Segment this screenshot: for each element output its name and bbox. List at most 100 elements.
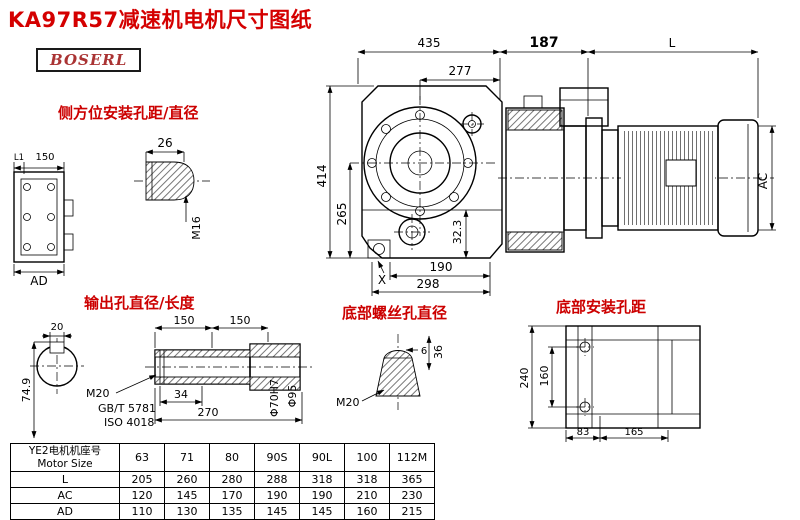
output-boss-circle [363, 106, 477, 220]
label-output-hole: 输出孔直径/长度 [84, 294, 195, 312]
dim-M16: M16 [190, 216, 203, 240]
table-cell: 318 [344, 471, 390, 489]
table-cell: 100 [344, 442, 390, 473]
base-outline [565, 325, 701, 429]
front-dimensions: 414 265 32.3 190 298 X [315, 85, 491, 296]
section-labels: 侧方位安装孔距/直径 输出孔直径/长度 底部螺丝孔直径 底部安装孔距 [58, 104, 646, 322]
table-cell: 145 [254, 503, 300, 520]
table-cell: 120 [119, 487, 165, 505]
table-cell: 215 [389, 503, 435, 520]
dim-265: 265 [335, 203, 349, 226]
table-row: AC 120 145 170 190 190 210 230 [10, 487, 435, 505]
label-bottom-screw: 底部螺丝孔直径 [342, 304, 447, 322]
table-cell: 170 [209, 487, 255, 505]
table-cell: 80 [209, 442, 255, 473]
dim-298: 298 [417, 277, 440, 291]
table-cell: 112M [389, 442, 435, 473]
dim-277: 277 [449, 64, 472, 78]
table-cell: 145 [164, 487, 210, 505]
table-header-cell: YE2电机机座号 Motor Size [10, 442, 120, 473]
corner-foot [367, 239, 391, 259]
table-row-label: AD [10, 503, 120, 520]
dim-74-9: 74.9 [20, 378, 33, 403]
dim-26: 26 [157, 136, 172, 150]
shaft-stub [145, 161, 195, 201]
shaft-detail: 26 M16 [134, 136, 210, 240]
label-side-mount: 侧方位安装孔距/直径 [58, 104, 198, 122]
table-cell: 260 [164, 471, 210, 489]
gearbox-housing-outline [361, 85, 503, 259]
table-cell: 110 [119, 503, 165, 520]
dim-X: X [378, 273, 386, 287]
standard-gbt-5781: GB/T 5781 [98, 402, 156, 415]
table-header-cn: YE2电机机座号 [28, 445, 102, 457]
label-bottom-mount: 底部安装孔距 [556, 298, 646, 316]
dim-150-a: 150 [174, 314, 195, 327]
motor-nameplate [665, 159, 697, 187]
table-header-en: Motor Size [37, 457, 93, 470]
table-cell: 230 [389, 487, 435, 505]
dim-bore-70H7: Φ70H7 [268, 379, 281, 417]
standard-iso-4018: ISO 4018 [104, 416, 154, 429]
table-cell: 130 [164, 503, 210, 520]
dim-150-b: 150 [230, 314, 251, 327]
table-cell: 280 [209, 471, 255, 489]
dim-6: 6 [421, 346, 427, 357]
dim-od-95: Φ95 [286, 385, 299, 408]
table-cell: 135 [209, 503, 255, 520]
dim-160: 160 [538, 366, 551, 387]
table-cell: 160 [344, 503, 390, 520]
dim-435: 435 [418, 36, 441, 50]
table-cell: 288 [254, 471, 300, 489]
table-cell: 190 [299, 487, 345, 505]
fan-cowl [717, 119, 759, 237]
table-row-label: AC [10, 487, 120, 505]
dim-L1: L1 [14, 153, 24, 163]
screw-outline [375, 350, 421, 397]
dim-270: 270 [198, 406, 219, 419]
dim-AC: AC [756, 173, 770, 189]
table-cell: 365 [389, 471, 435, 489]
page-title: KA97R57减速机电机尺寸图纸 [8, 8, 313, 32]
table-row: AD 110 130 135 145 145 160 215 [10, 503, 435, 520]
dim-32-3: 32.3 [451, 220, 464, 245]
table-cell: 71 [164, 442, 210, 473]
bottom-mount-view: 240 160 83 165 [518, 325, 701, 442]
table-cell: 190 [254, 487, 300, 505]
dim-165: 165 [624, 427, 643, 438]
table-cell: 145 [299, 503, 345, 520]
output-shaft-view: 20 74.9 150 150 34 [20, 314, 312, 439]
table-header-row: YE2电机机座号 Motor Size 63 71 80 90S 90L 100… [10, 442, 435, 473]
keyway-slot [49, 341, 65, 354]
side-view: AC [498, 87, 776, 253]
front-view [350, 85, 503, 259]
flange-outline [13, 171, 65, 263]
dim-34: 34 [174, 388, 188, 401]
top-dimensions: 435 187 L 277 [357, 35, 759, 118]
dim-414: 414 [315, 165, 329, 188]
table-cell: 90S [254, 442, 300, 473]
table-row: L 205 260 280 288 318 318 365 [10, 471, 435, 489]
table-cell: 205 [119, 471, 165, 489]
table-row-label: L [10, 471, 120, 489]
bottom-screw-detail: 6 36 M20 [336, 334, 445, 410]
brand-logo: BOSERL [36, 48, 142, 72]
motor-size-table: YE2电机机座号 Motor Size 63 71 80 90S 90L 100… [10, 442, 435, 520]
dim-187: 187 [529, 35, 558, 51]
dim-240: 240 [518, 368, 531, 389]
dim-L: L [669, 36, 676, 50]
table-cell: 90L [299, 442, 345, 473]
dim-83: 83 [577, 427, 590, 438]
table-cell: 210 [344, 487, 390, 505]
dim-150-flange: 150 [35, 152, 54, 163]
dim-AD: AD [30, 274, 47, 288]
dim-190: 190 [430, 260, 453, 274]
dim-20: 20 [51, 322, 64, 333]
dim-36: 36 [432, 345, 445, 359]
dim-M20-output: M20 [86, 387, 110, 400]
table-cell: 318 [299, 471, 345, 489]
table-cell: 63 [119, 442, 165, 473]
terminal-box [559, 87, 609, 127]
